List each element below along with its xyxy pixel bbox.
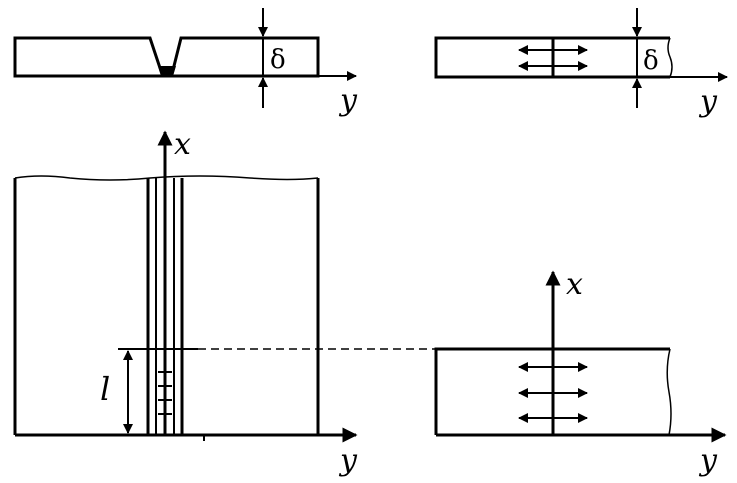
thickness-label: δ	[643, 46, 659, 76]
plate-break-line	[14, 175, 319, 181]
y-axis-label: y	[338, 443, 358, 478]
stress-zone-outline	[434, 347, 670, 435]
plate-top-view: x y l	[13, 127, 358, 478]
break-line	[667, 37, 673, 78]
groove-cross-section: δ y	[13, 8, 358, 118]
length-label: l	[100, 370, 110, 408]
stress-ticks	[158, 371, 172, 415]
y-axis-label: y	[698, 443, 718, 478]
x-axis-label: x	[174, 127, 191, 162]
x-axis-label: x	[566, 267, 583, 302]
y-axis-label: y	[338, 83, 358, 118]
stress-cross-section: δ y	[434, 8, 728, 119]
y-axis-label: y	[698, 84, 718, 119]
thickness-label: δ	[270, 45, 286, 75]
stress-distribution-view: x y	[434, 267, 727, 478]
weld-root	[158, 66, 176, 76]
break-line	[666, 348, 672, 436]
